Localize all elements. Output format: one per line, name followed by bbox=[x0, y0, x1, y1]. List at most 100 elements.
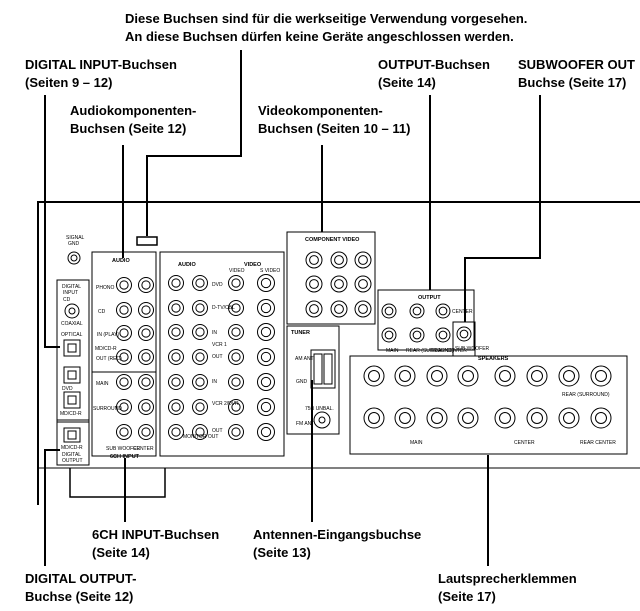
video-jack bbox=[228, 424, 244, 440]
output-jack bbox=[381, 327, 397, 343]
av-row-label: VCR 2/DVR bbox=[212, 401, 239, 407]
video-jack bbox=[228, 324, 244, 340]
callout-subwoofer-out: SUBWOOFER OUT Buchse (Seite 17) bbox=[518, 56, 635, 92]
leader-lines bbox=[44, 50, 541, 566]
chassis-outline bbox=[37, 201, 640, 505]
audio-jack-left bbox=[116, 277, 132, 293]
digital-input-mdcdr: MD/CD-R bbox=[60, 411, 82, 417]
audio-jack-right bbox=[138, 302, 154, 318]
component-jacks bbox=[305, 251, 372, 318]
sixch-surround: SURROUND bbox=[93, 406, 122, 412]
speaker-terminal-posts bbox=[363, 365, 612, 429]
output-jack bbox=[435, 327, 451, 343]
av-audio-jack-r bbox=[168, 399, 184, 415]
component-jack-pb bbox=[330, 275, 348, 293]
sixch-title: 6CH INPUT bbox=[110, 454, 140, 460]
output-panel bbox=[377, 289, 475, 351]
av-audio-jack-l bbox=[192, 324, 208, 340]
digital-io-panel bbox=[56, 279, 90, 466]
audio-row-out: OUT (REC) bbox=[96, 356, 122, 362]
audio-title: AUDIO bbox=[112, 258, 130, 264]
av-row-label: VCR 1 bbox=[212, 342, 227, 348]
av-audio-jack-l bbox=[192, 374, 208, 390]
s-video-jack bbox=[257, 398, 275, 416]
audio-jack-right bbox=[138, 349, 154, 365]
callout-6ch-input: 6CH INPUT-Buchsen (Seite 14) bbox=[92, 526, 219, 562]
output-center: CENTER bbox=[452, 309, 473, 315]
component-jack-pr bbox=[305, 251, 323, 269]
tuner-panel bbox=[286, 325, 340, 435]
speaker-post bbox=[363, 407, 385, 429]
s-video-jack bbox=[257, 274, 275, 292]
video-jack bbox=[228, 300, 244, 316]
audio-jack-right bbox=[138, 277, 154, 293]
component-jack-y bbox=[354, 275, 372, 293]
av-audio-jack-r bbox=[168, 424, 184, 440]
sixch-main: MAIN bbox=[96, 381, 109, 387]
av-row-label: DVD bbox=[212, 282, 223, 288]
audio-panel bbox=[91, 251, 157, 457]
av-audio-jack-r bbox=[168, 324, 184, 340]
audio-jack-left bbox=[116, 349, 132, 365]
digital-input-optical: OPTICAL bbox=[61, 332, 83, 338]
callout-digital-output: DIGITAL OUTPUT- Buchse (Seite 12) bbox=[25, 570, 136, 606]
callout-6ch-line-1: 6CH INPUT-Buchsen bbox=[92, 527, 220, 542]
output-jack bbox=[381, 303, 397, 319]
tuner-fm-ant: FM ANT bbox=[296, 421, 314, 427]
speaker-post bbox=[558, 407, 580, 429]
callout-speaker-line-1: Lautsprecherklemmen bbox=[438, 571, 577, 586]
av-audio-jack-l bbox=[192, 275, 208, 291]
av-audio-title: AUDIO bbox=[178, 262, 196, 268]
output-subwoofer: SUB WOOFER bbox=[455, 346, 490, 352]
video-jack bbox=[228, 275, 244, 291]
av-audio-jack-l bbox=[192, 300, 208, 316]
signal-gnd-label-1: SIGNAL bbox=[66, 235, 85, 241]
av-audio-jack-r bbox=[168, 300, 184, 316]
signal-gnd-label-2: GND bbox=[68, 241, 80, 247]
component-jack-y bbox=[354, 300, 372, 318]
av-row-label: IN bbox=[212, 379, 217, 385]
audio-row-mdcdr: MD/CD-R bbox=[95, 346, 117, 352]
speaker-post bbox=[457, 365, 479, 387]
audio-jack-left bbox=[116, 374, 132, 390]
audio-jack-right bbox=[138, 399, 154, 415]
audio-row-cd: CD bbox=[98, 309, 106, 315]
speaker-center: CENTER bbox=[514, 440, 535, 446]
callout-speaker-line-2: (Seite 17) bbox=[438, 589, 496, 604]
speaker-post bbox=[426, 365, 448, 387]
video-jack bbox=[228, 399, 244, 415]
digital-input-coaxial: COAXIAL bbox=[61, 321, 83, 327]
speaker-main: MAIN bbox=[410, 440, 423, 446]
signal-gnd-terminal: SIGNAL GND bbox=[66, 235, 85, 265]
s-video-jack bbox=[257, 299, 275, 317]
output-rear-surround: REAR (SURROUND) bbox=[406, 348, 454, 354]
tuner-title: TUNER bbox=[291, 330, 310, 336]
audio-jack-left bbox=[116, 302, 132, 318]
callout-audio-line-2: Buchsen (Seite 12) bbox=[70, 121, 187, 136]
av-video-col: VIDEO bbox=[229, 268, 245, 274]
callout-digital-input: DIGITAL INPUT-Buchsen (Seiten 9 – 12) bbox=[25, 56, 177, 92]
av-video-title: VIDEO bbox=[244, 262, 262, 268]
callout-antenna-line-1: Antennen-Eingangsbuchse bbox=[253, 527, 422, 542]
audio-jack-left bbox=[116, 399, 132, 415]
tuner-am-ant: AM ANT bbox=[295, 356, 314, 362]
callout-digital-output-line-2: Buchse (Seite 12) bbox=[25, 589, 134, 604]
callout-video-line-1: Videokomponenten- bbox=[258, 103, 383, 118]
callout-video-line-2: Buchsen (Seiten 10 – 11) bbox=[258, 121, 411, 136]
audio-jacks bbox=[116, 277, 154, 440]
callout-audio-components: Audiokomponenten- Buchsen (Seite 12) bbox=[70, 102, 196, 138]
callout-audio-line-1: Audiokomponenten- bbox=[70, 103, 197, 118]
digital-output-title-1: DIGITAL bbox=[62, 452, 81, 458]
digital-input-dvd: DVD bbox=[62, 386, 73, 392]
video-jack bbox=[228, 374, 244, 390]
audio-jack-right bbox=[138, 424, 154, 440]
callout-6ch-line-2: (Seite 14) bbox=[92, 545, 150, 560]
speaker-post bbox=[394, 365, 416, 387]
output-jack bbox=[435, 303, 451, 319]
factory-jack bbox=[136, 236, 158, 246]
digital-output-title-2: OUTPUT bbox=[62, 458, 83, 464]
factory-jacks-note: Diese Buchsen sind für die werkseitige V… bbox=[125, 10, 527, 46]
speaker-post bbox=[494, 407, 516, 429]
factory-note-line-2: An diese Buchsen dürfen keine Geräte ang… bbox=[125, 29, 514, 44]
am-antenna-terminal bbox=[310, 349, 336, 389]
